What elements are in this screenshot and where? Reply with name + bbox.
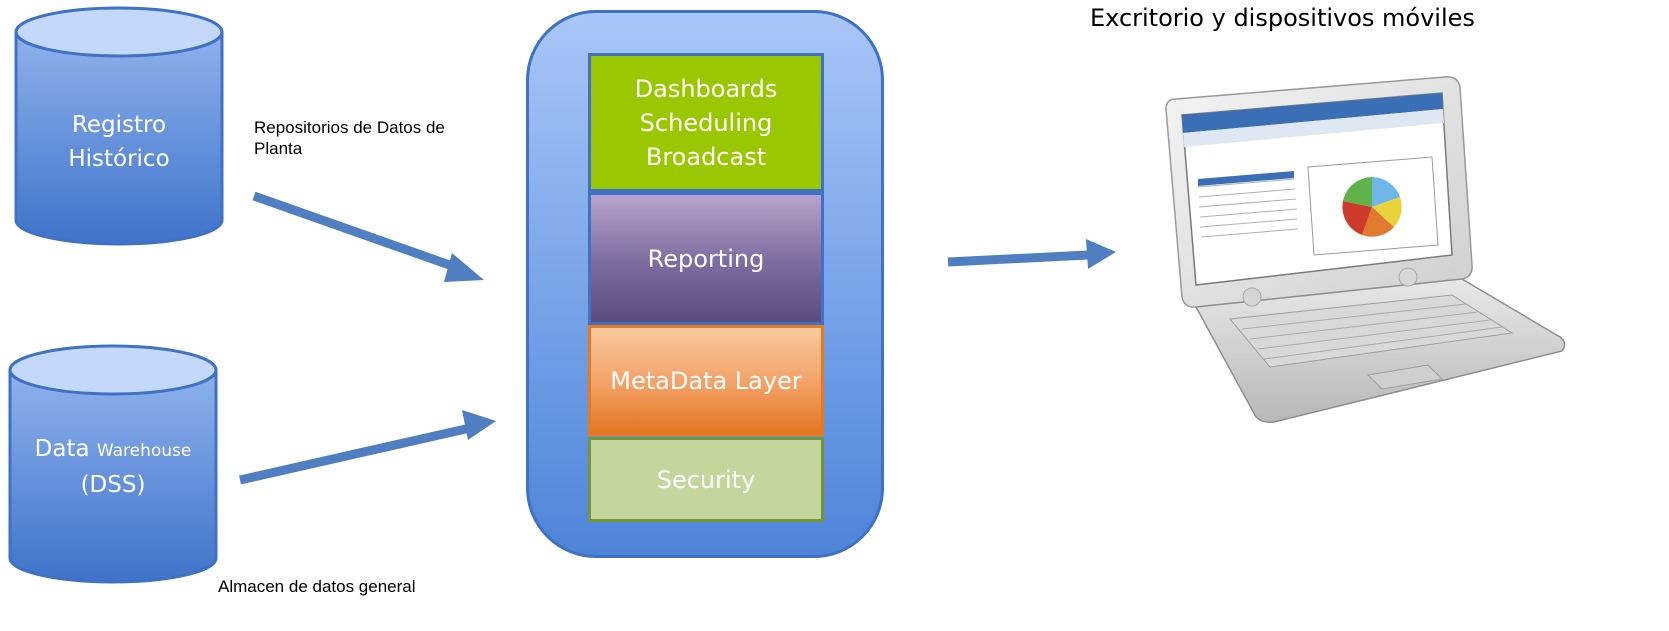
laptop-with-dashboard-icon bbox=[1165, 76, 1566, 424]
security-layer: Security bbox=[588, 437, 824, 522]
arrow-warehouse-to-platform bbox=[239, 410, 496, 485]
scheduling-label: Scheduling bbox=[639, 108, 773, 137]
historic-cylinder-label: Registro Histórico bbox=[30, 108, 208, 176]
warehouse-cylinder-label: Data Warehouse (DSS) bbox=[18, 432, 208, 502]
security-label: Security bbox=[656, 465, 756, 494]
destination-title: Excritorio y dispositivos móviles bbox=[1090, 4, 1475, 32]
metadata-label: MetaData Layer bbox=[610, 366, 802, 395]
warehouse-caption: Almacen de datos general bbox=[218, 577, 416, 596]
broadcast-label: Broadcast bbox=[645, 142, 767, 171]
metadata-layer: MetaData Layer bbox=[588, 325, 824, 436]
warehouse-label-line2: (DSS) bbox=[80, 472, 146, 498]
warehouse-label-main: Data bbox=[34, 436, 90, 462]
arrow-historic-to-platform bbox=[252, 191, 484, 282]
reporting-layer: Reporting bbox=[588, 192, 824, 325]
warehouse-database-cylinder bbox=[8, 344, 218, 584]
historic-label-line1: Registro bbox=[71, 112, 167, 138]
reporting-label: Reporting bbox=[647, 244, 765, 273]
historic-database-cylinder bbox=[14, 6, 224, 246]
dashboards-label: Dashboards bbox=[634, 74, 778, 103]
historic-label-line2: Histórico bbox=[68, 146, 170, 172]
dashboards-layer: Dashboards Scheduling Broadcast bbox=[588, 53, 824, 192]
historic-caption: Repositorios de Datos de Planta bbox=[254, 118, 445, 158]
arrow-platform-to-desktop bbox=[947, 239, 1116, 269]
warehouse-label-small: Warehouse bbox=[96, 441, 192, 461]
